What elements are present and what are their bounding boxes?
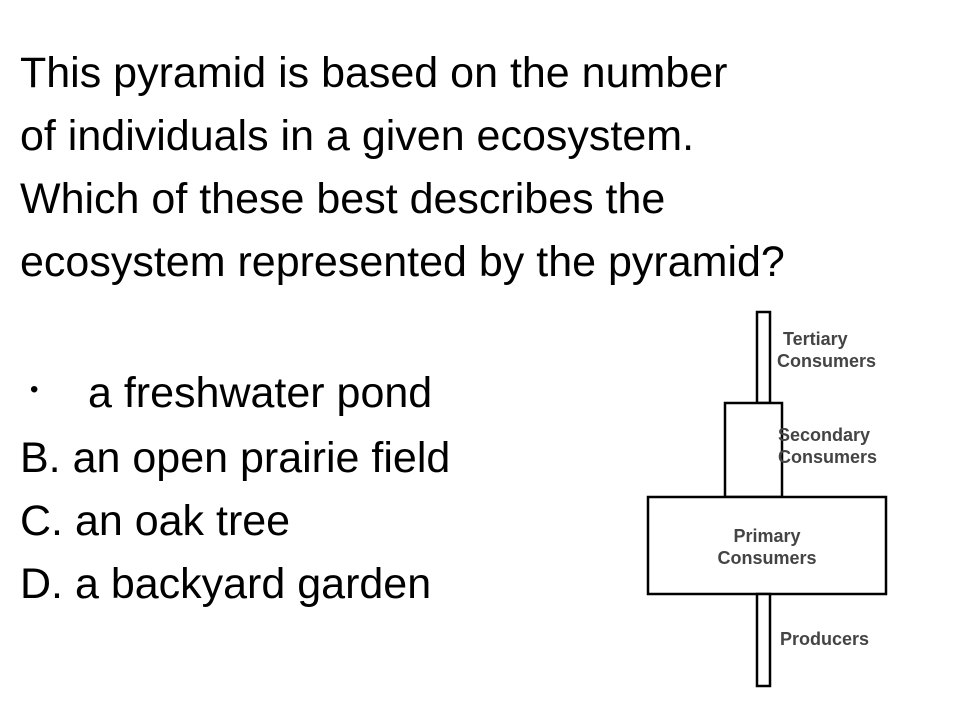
- option-c-marker: C.: [20, 497, 63, 546]
- option-d-text: a backyard garden: [74, 560, 432, 609]
- producers-label: Producers: [780, 629, 869, 649]
- secondary-label-line-1: Secondary: [778, 425, 870, 445]
- answer-options: • a freshwater pond B. an open prairie fi…: [20, 362, 450, 616]
- primary-label-line-1: Primary: [733, 526, 800, 546]
- option-d[interactable]: D. a backyard garden: [20, 553, 450, 616]
- option-a-text: a freshwater pond: [88, 369, 433, 417]
- tertiary-label-line-2: Consumers: [777, 351, 876, 371]
- producers-bar: [755, 592, 772, 688]
- question-line-3: Which of these best describes the: [20, 175, 666, 223]
- question-line-2: of individuals in a given ecosystem.: [20, 112, 695, 160]
- option-b[interactable]: B. an open prairie field: [20, 427, 450, 490]
- secondary-consumers-bar: [723, 401, 784, 499]
- question-text: This pyramid is based on the number of i…: [20, 42, 960, 294]
- option-a[interactable]: • a freshwater pond: [20, 362, 450, 427]
- secondary-label-line-2: Consumers: [778, 447, 877, 467]
- primary-consumers-bar: [646, 495, 888, 596]
- question-line-4: ecosystem represented by the pyramid?: [20, 238, 785, 286]
- option-d-marker: D.: [20, 560, 63, 609]
- option-c-text: an oak tree: [74, 497, 291, 546]
- option-b-text: an open prairie field: [72, 434, 451, 483]
- primary-label-line-2: Consumers: [717, 548, 816, 568]
- tertiary-label-line-1: Tertiary: [783, 329, 848, 349]
- tertiary-consumers-bar: [755, 310, 772, 405]
- option-c[interactable]: C. an oak tree: [20, 490, 450, 553]
- question-line-1: This pyramid is based on the number: [20, 49, 728, 97]
- option-a-marker: •: [30, 376, 39, 404]
- option-b-marker: B.: [20, 434, 61, 483]
